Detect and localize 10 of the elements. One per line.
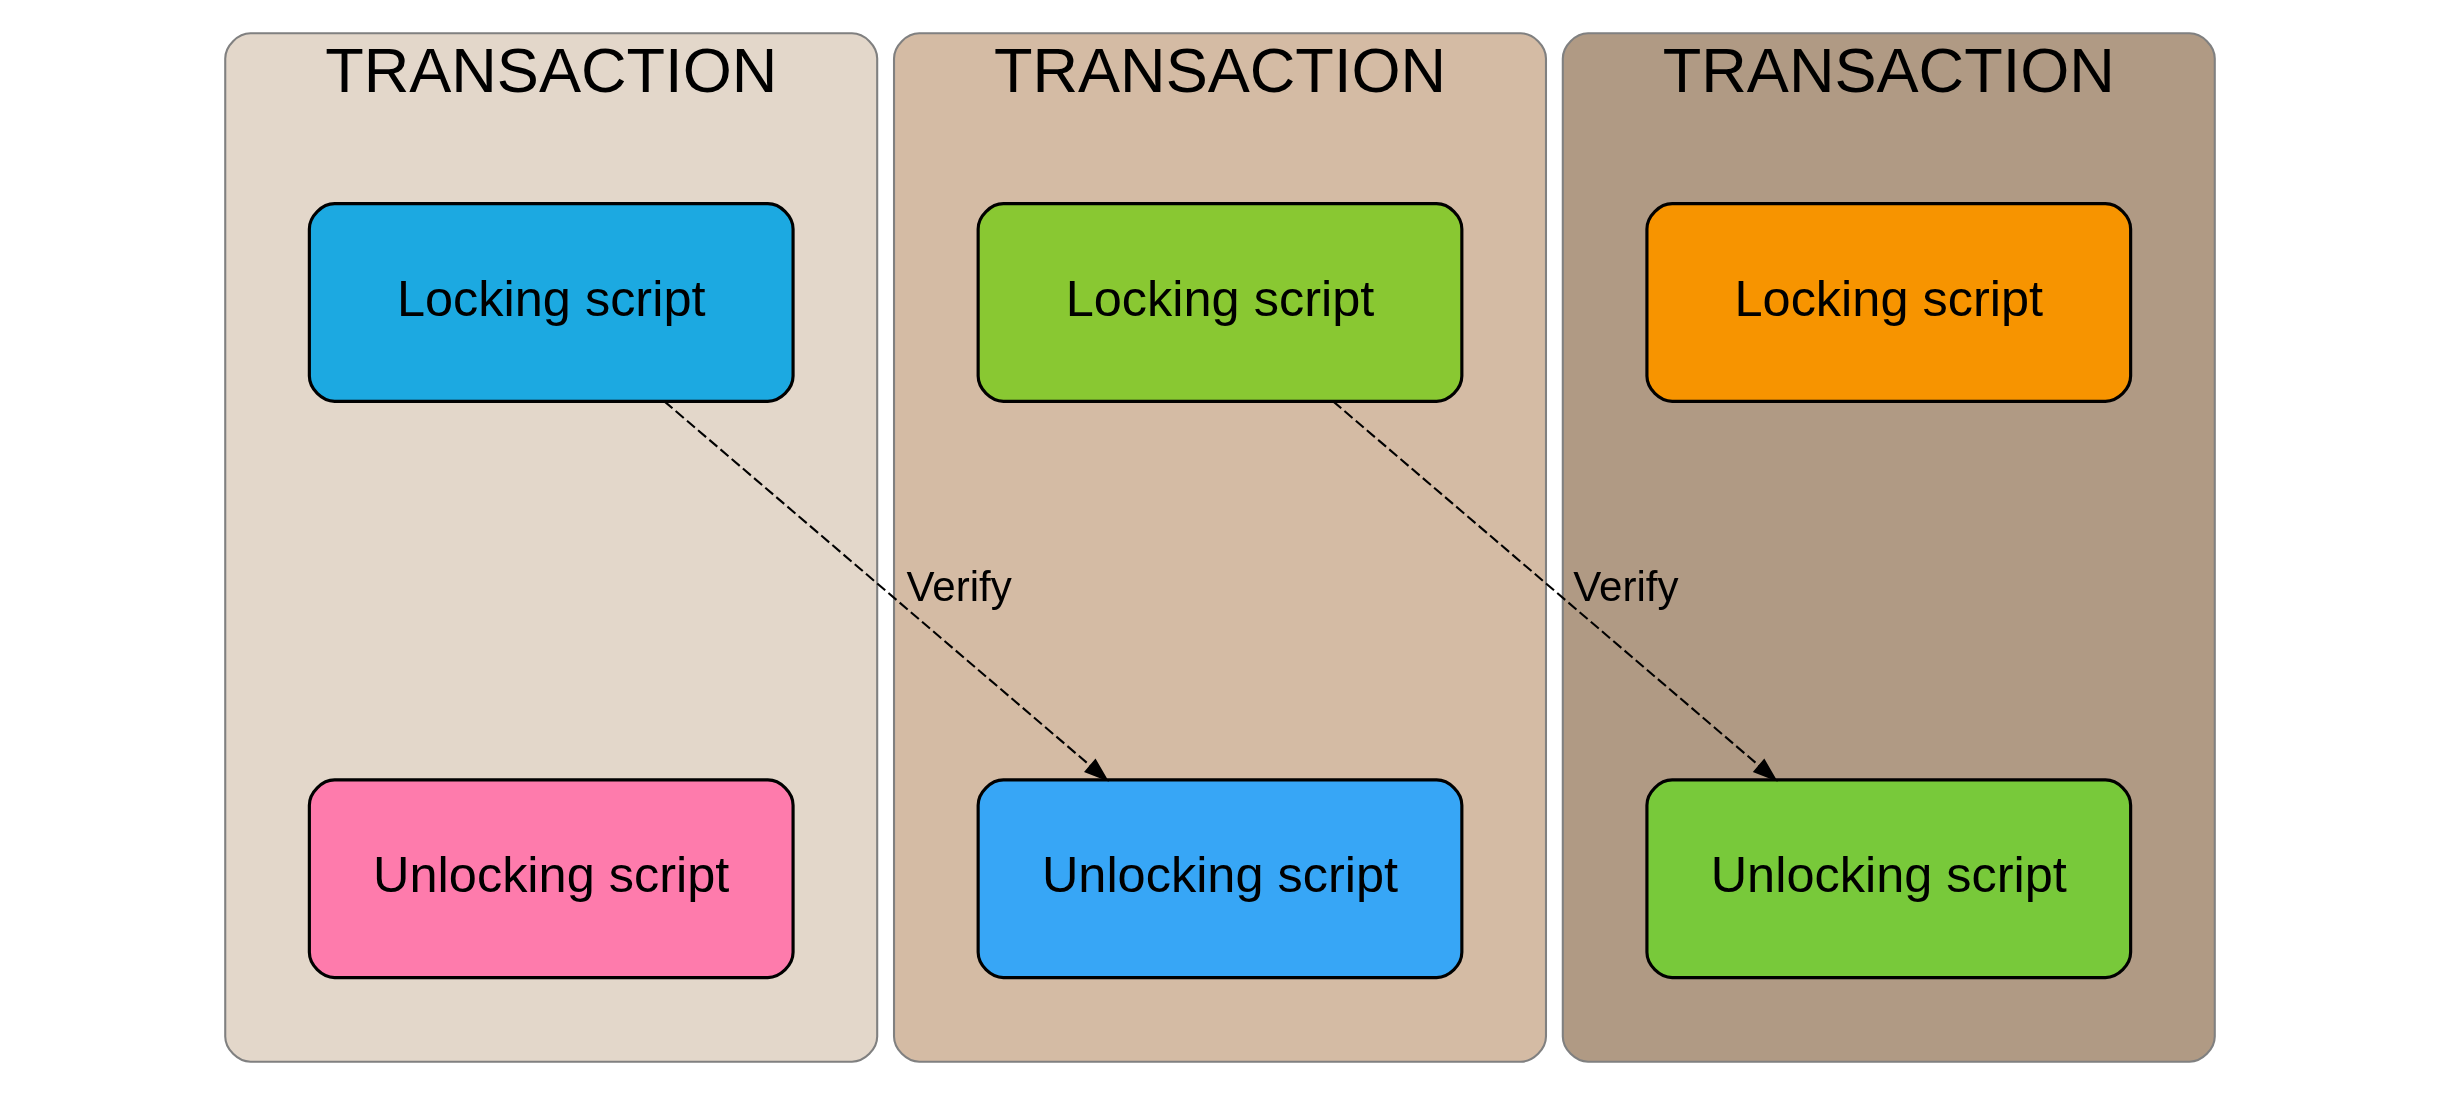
node-box: Locking script	[307, 202, 795, 403]
arrow	[663, 400, 1109, 782]
node-box: Unlocking script	[1645, 778, 2133, 980]
node-box: Unlocking script	[307, 778, 795, 980]
node-box: Unlocking script	[976, 778, 1464, 980]
arrow	[1332, 400, 1778, 782]
node-box: Locking script	[1645, 202, 2133, 403]
edge-label: Verify	[906, 563, 1012, 611]
node-box: Locking script	[976, 202, 1464, 403]
edge-label: Verify	[1573, 563, 1679, 611]
